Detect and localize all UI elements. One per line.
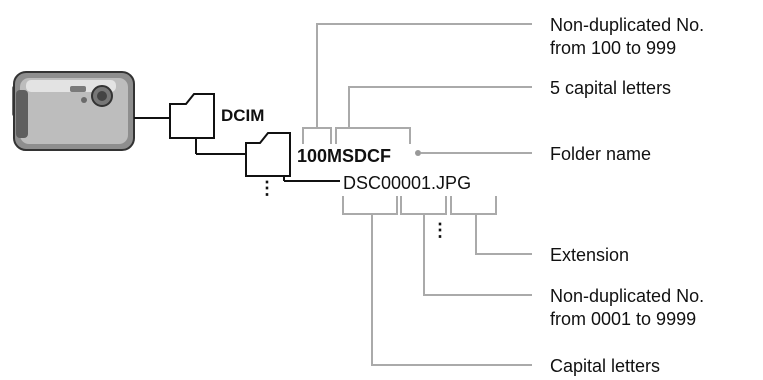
ellipsis-in-file-number: ⋮: [431, 220, 449, 240]
folder-name-text: 100MSDCF: [297, 146, 391, 166]
file-number-line2: from 0001 to 9999: [550, 309, 696, 329]
folder-name-label: Folder name: [550, 144, 651, 164]
folder-letters-label: 5 capital letters: [550, 78, 671, 98]
camera-icon: [12, 72, 134, 150]
ellipsis-below-subfolder: ⋮: [258, 178, 276, 198]
file-number-label: Non-duplicated No. from 0001 to 9999: [550, 286, 709, 329]
subfolder-icon: [246, 133, 290, 176]
folder-number-label: Non-duplicated No. from 100 to 999: [550, 15, 709, 58]
callout-lines: [303, 24, 532, 365]
file-number-line1: Non-duplicated No.: [550, 286, 704, 306]
dcim-folder-label: DCIM: [221, 106, 264, 125]
folder-number-line2: from 100 to 999: [550, 38, 676, 58]
dcim-folder-icon: [170, 94, 214, 138]
file-letters-label: Capital letters: [550, 356, 660, 376]
folder-number-line1: Non-duplicated No.: [550, 15, 704, 35]
file-name-text: DSC00001.JPG: [343, 173, 471, 193]
folder-name-dot: [415, 150, 421, 156]
extension-label: Extension: [550, 245, 629, 265]
